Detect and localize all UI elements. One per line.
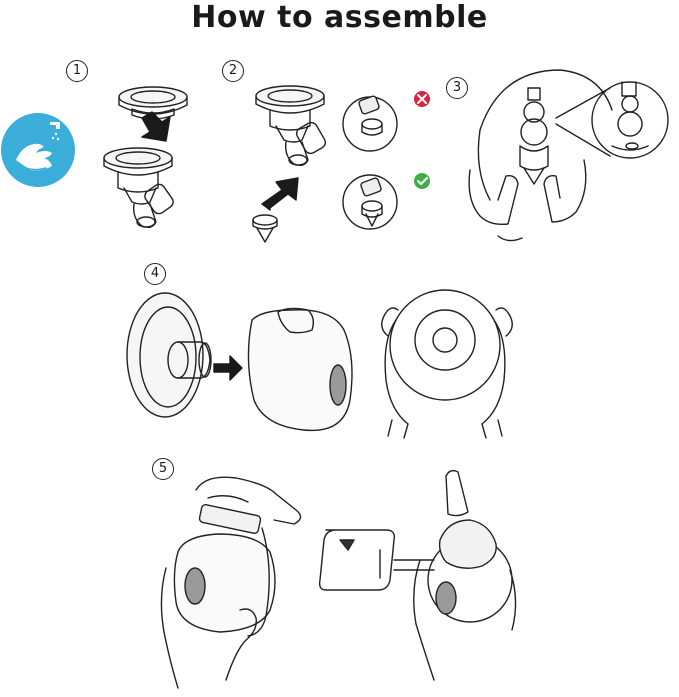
step-5-number: 5 xyxy=(152,458,174,480)
wash-hands-icon xyxy=(1,113,75,187)
page-title: How to assemble xyxy=(191,0,488,35)
step-3-number: 3 xyxy=(446,77,468,99)
step-3-illustration xyxy=(468,69,669,242)
cross-icon xyxy=(414,91,430,107)
step-4-illustration xyxy=(126,289,513,439)
check-icon xyxy=(414,173,430,189)
step-5-illustration xyxy=(160,469,517,689)
step-2-illustration xyxy=(252,85,398,243)
step-1-illustration xyxy=(103,86,188,229)
step-2-number: 2 xyxy=(222,60,244,82)
step-1-number: 1 xyxy=(66,60,88,82)
step-4-number: 4 xyxy=(144,263,166,285)
